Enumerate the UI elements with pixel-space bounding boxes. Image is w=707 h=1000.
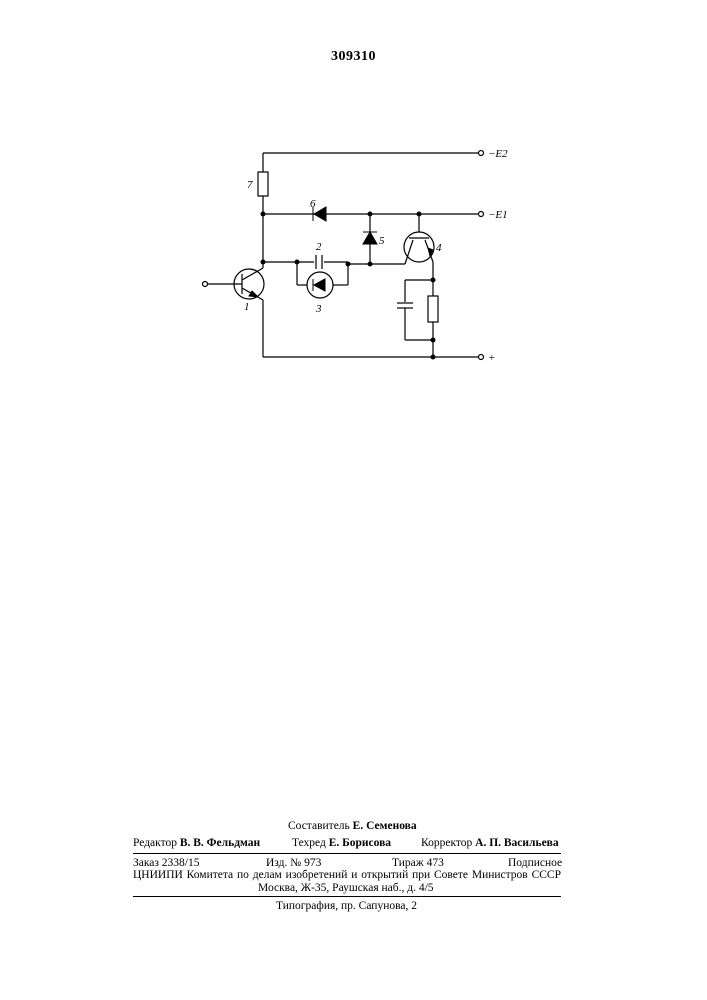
resistor-7 [258,172,268,196]
device-3-triangle [314,279,325,291]
subscription: Подписное [508,857,562,869]
label-1: 1 [244,301,250,313]
label-2: 2 [316,241,322,253]
label-e1: −E1 [488,209,508,221]
techred-credit: Техред Е. Борисова [292,837,391,849]
label-e2: −E2 [488,148,508,160]
corrector-credit: Корректор А. П. Васильева [421,837,559,849]
compiler-line: Составитель Е. Семенова [288,820,417,832]
label-3: 3 [315,303,322,315]
printer-line: Типография, пр. Сапунова, 2 [276,900,417,912]
divider-bottom [133,896,561,897]
institute-line: ЦНИИПИ Комитета по делам изобретений и о… [133,869,561,881]
divider-top [133,853,561,854]
terminal-e2 [479,151,484,156]
terminal-input [203,282,208,287]
diode-5 [363,232,377,244]
label-5: 5 [379,235,385,247]
terminal-plus [479,355,484,360]
order-number: Заказ 2338/15 [133,857,200,869]
circuit-diagram: −E2 −E1 + 1 2 3 4 5 6 7 [0,0,707,420]
diode-6 [314,207,326,221]
label-7: 7 [247,179,253,191]
circulation: Тираж 473 [392,857,444,869]
terminal-e1 [479,212,484,217]
address-line: Москва, Ж-35, Раушская наб., д. 4/5 [258,882,434,894]
editor-credit: Редактор В. В. Фельдман [133,837,260,849]
label-6: 6 [310,198,316,210]
resistor-emitter [428,296,438,322]
label-plus: + [488,352,495,364]
label-4: 4 [436,242,442,254]
transistor-4-envelope [404,232,434,262]
edition-number: Изд. № 973 [266,857,321,869]
